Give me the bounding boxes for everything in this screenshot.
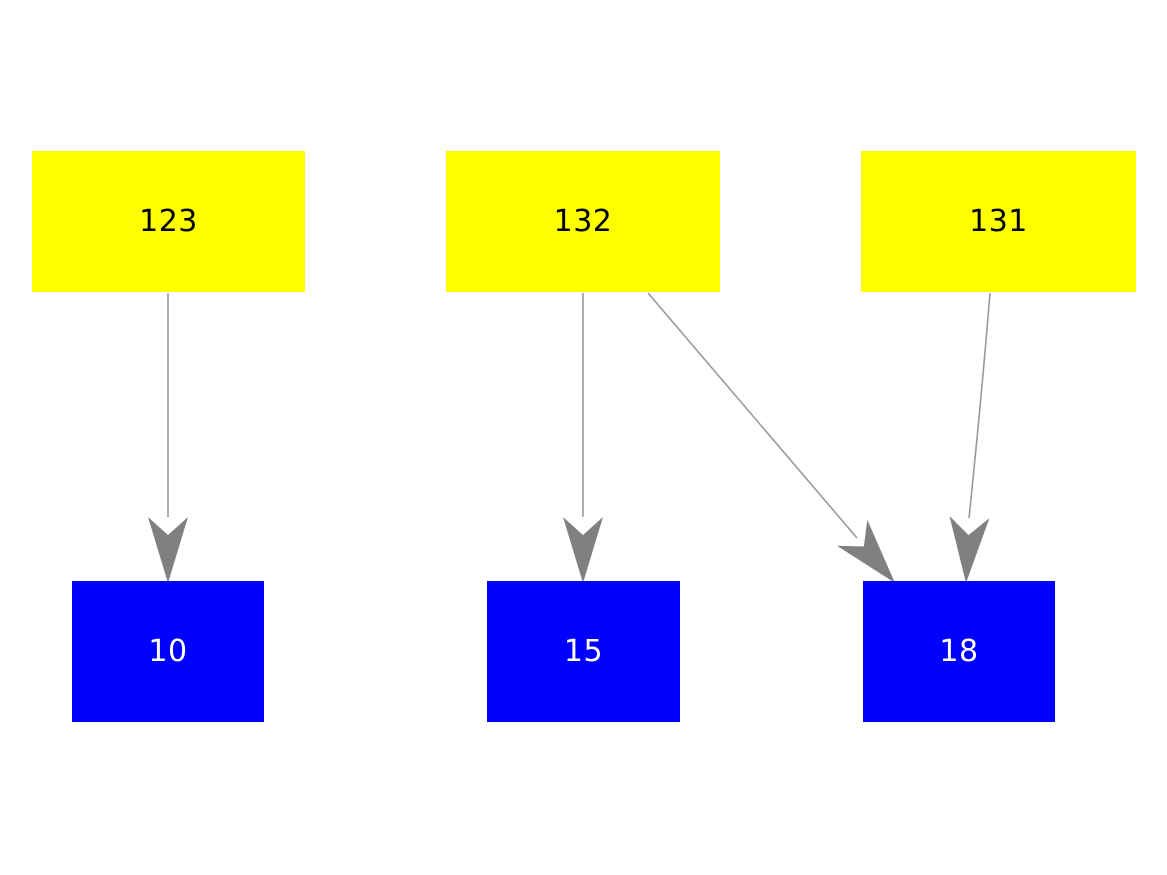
graph-node-label: 18 bbox=[939, 633, 979, 669]
graph-node-132[interactable]: 132 bbox=[446, 151, 720, 292]
arrowhead-icon bbox=[946, 516, 990, 585]
graph-node-label: 131 bbox=[969, 203, 1028, 239]
graph-node-label: 132 bbox=[553, 203, 613, 239]
graph-node-18[interactable]: 18 bbox=[863, 581, 1055, 722]
graph-node-label: 10 bbox=[148, 633, 188, 669]
graph-node-10[interactable]: 10 bbox=[72, 581, 264, 722]
graph-node-15[interactable]: 15 bbox=[487, 581, 680, 722]
graph-node-123[interactable]: 123 bbox=[32, 151, 305, 292]
edge-131-to-18 bbox=[946, 292, 991, 585]
edge-123-to-10 bbox=[148, 293, 188, 583]
edge-132-to-18 bbox=[647, 292, 911, 596]
arrowhead-icon bbox=[563, 517, 603, 583]
graph-node-131[interactable]: 131 bbox=[861, 151, 1136, 292]
edge-line bbox=[968, 292, 991, 519]
edge-line bbox=[647, 292, 858, 539]
arrowhead-icon bbox=[148, 517, 188, 583]
edge-132-to-15 bbox=[563, 293, 603, 583]
graph-node-label: 15 bbox=[563, 633, 604, 669]
graph-node-label: 123 bbox=[139, 203, 198, 239]
